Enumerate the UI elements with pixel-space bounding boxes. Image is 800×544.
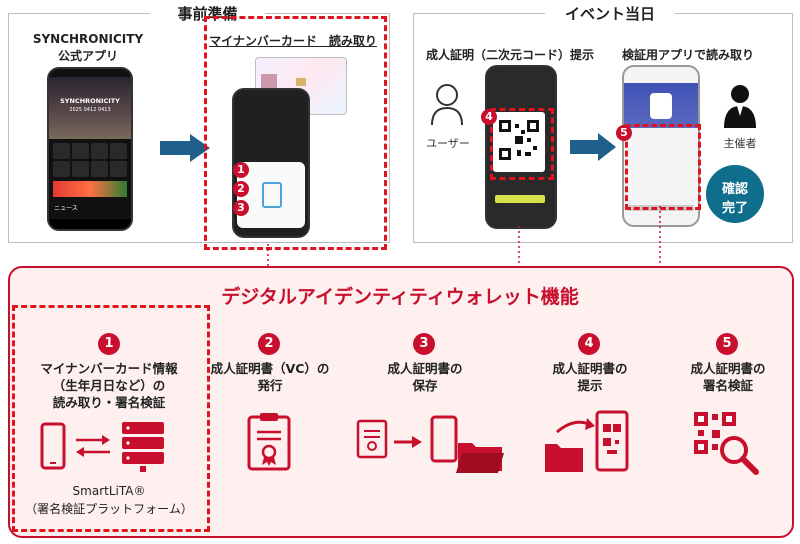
- user-label: ユーザー: [426, 137, 470, 150]
- verify-highlight: [625, 124, 701, 210]
- app-icon-grid: [53, 143, 127, 177]
- step2-label: 成人証明書（VC）の 発行: [210, 361, 330, 393]
- verify-header: [624, 83, 698, 128]
- card-read-label: マイナンバーカード 読み取り: [209, 34, 377, 48]
- qr-card: [493, 112, 545, 172]
- step5-label: 成人証明書の 署名検証: [690, 361, 766, 393]
- qr-magnifier-icon: [694, 412, 759, 475]
- step1-label: マイナンバーカード情報 （生年月日など）の 読み取り・署名検証: [40, 361, 178, 410]
- phone-server-icon: [40, 422, 164, 472]
- step-marker-5: 5: [616, 125, 632, 141]
- grid-icon: [91, 143, 108, 159]
- nfc-card-icon: [262, 182, 282, 208]
- app-news: ニュース: [54, 205, 78, 212]
- app-brand: SYNCHRONICITY: [60, 97, 120, 105]
- grid-icon: [72, 143, 89, 159]
- grid-icon: [110, 161, 127, 177]
- grid-icon: [72, 161, 89, 177]
- app-dates: 2025 0412 0413: [69, 107, 111, 113]
- grid-icon: [91, 161, 108, 177]
- confirm-line2: 完了: [721, 201, 748, 216]
- step1-number: 1: [98, 333, 120, 355]
- app-label-line1: SYNCHRONICITY: [32, 32, 144, 46]
- step4-label: 成人証明書の 提示: [552, 361, 628, 393]
- save-to-folder-icon: [356, 415, 504, 473]
- step3-number: 3: [413, 333, 435, 355]
- step-marker-2: 2: [233, 181, 249, 197]
- promo-banner: [53, 181, 127, 197]
- avatar: [650, 93, 672, 119]
- grid-icon: [110, 143, 127, 159]
- present-label: 成人証明（二次元コード）提示: [425, 48, 594, 62]
- organizer-icon: [724, 85, 756, 128]
- user-icon: [431, 84, 463, 126]
- step5-number: 5: [716, 333, 738, 355]
- app-label-line2: 公式アプリ: [57, 49, 118, 63]
- wallet-panel: [8, 266, 794, 538]
- tab-bar: [49, 219, 131, 229]
- step3-label: 成人証明書の 保存: [387, 361, 463, 393]
- platform-desc: （署名検証プラットフォーム）: [25, 502, 193, 516]
- qr-highlight: [490, 108, 554, 180]
- event-section-title: イベント当日: [545, 3, 675, 24]
- step1-highlight: [12, 305, 210, 532]
- qr-phone: [485, 65, 557, 229]
- confirm-badge: 確認 完了: [706, 165, 764, 223]
- certificate-icon: [247, 413, 291, 471]
- concert-banner: [49, 77, 131, 139]
- verify-label: 検証用アプリで読み取り: [621, 48, 754, 62]
- app-phone: SYNCHRONICITY 2025 0412 0413 ニュース: [47, 67, 133, 231]
- organizer-label: 主催者: [723, 137, 757, 150]
- step-marker-4: 4: [481, 109, 497, 125]
- step4-number: 4: [578, 333, 600, 355]
- verify-phone: [622, 65, 700, 227]
- confirm-line1: 確認: [721, 182, 748, 197]
- grid-icon: [53, 161, 70, 177]
- qr-action-bar: [495, 195, 545, 203]
- present-qr-icon: [545, 410, 629, 472]
- step2-number: 2: [258, 333, 280, 355]
- arrow-right-icon: [160, 134, 210, 162]
- arrow-right-icon: [570, 133, 616, 161]
- grid-icon: [53, 143, 70, 159]
- card-read-highlight: [204, 16, 387, 250]
- platform-name: SmartLiTA®: [72, 484, 146, 498]
- qr-code-icon: [499, 120, 539, 160]
- wallet-title: デジタルアイデンティティウォレット機能: [221, 286, 579, 308]
- step-marker-3: 3: [233, 200, 249, 216]
- card-chip: [296, 78, 306, 86]
- step-marker-1: 1: [233, 162, 249, 178]
